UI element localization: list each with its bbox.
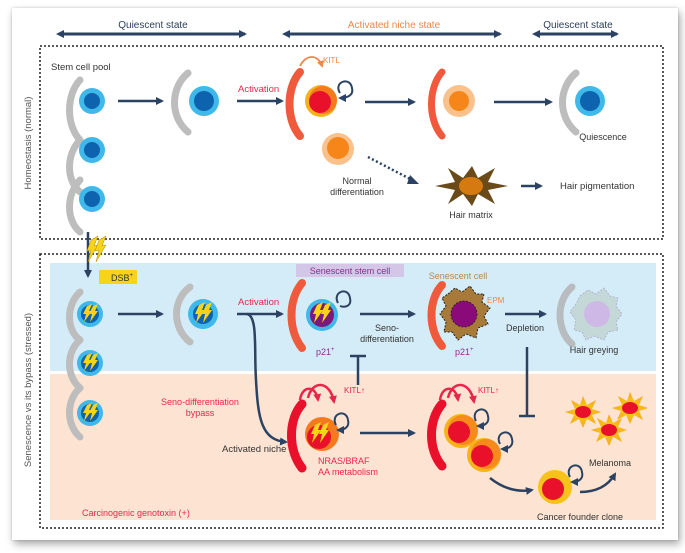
kitl-up-label-2: KITL↑ (478, 386, 499, 395)
lightning-icon (86, 235, 107, 263)
senescent-cell (427, 281, 491, 350)
nras-braf-label: NRAS/BRAF (318, 456, 370, 466)
stem-cell-pool (66, 76, 105, 236)
senescence-background (50, 263, 656, 371)
activation-label: Activation (238, 84, 279, 95)
cancer-founder-clone-label: Cancer founder clone (537, 512, 623, 522)
header-state-activated: Activated niche state (282, 20, 502, 38)
depleted-ghost-cell (556, 283, 623, 348)
dsb-badge (99, 270, 137, 284)
arrow-to-melanoma (579, 472, 617, 494)
bypass-label-2: bypass (186, 408, 215, 418)
hair-matrix-melanocyte (435, 166, 508, 206)
depletion-label: Depletion (506, 323, 544, 333)
normal-differentiation-label-1: Normal (342, 176, 371, 186)
cancer-founder-clone (538, 464, 584, 504)
bypass-label-1: Seno-differentiation (161, 397, 239, 407)
arrowhead (407, 175, 419, 184)
kitl-up-label-1: KITL↑ (344, 386, 365, 395)
senescent-stem-cell (287, 279, 352, 352)
activation-label-stressed: Activation (238, 297, 279, 308)
hair-pigmentation-label: Hair pigmentation (560, 181, 634, 192)
senescent-stem-cell-badge (296, 264, 404, 277)
p21-label-b: p21+ (455, 347, 474, 357)
differentiating-cell-inner (327, 137, 349, 159)
state-label-quiescent: Quiescent state (118, 20, 188, 31)
header-state-quiescent-1: Quiescent state (56, 20, 247, 38)
normal-differentiation-label-2: differentiation (330, 187, 384, 197)
melanoma-label: Melanoma (589, 458, 631, 468)
genotoxin-label: Carcinogenic genotoxin (+) (82, 508, 190, 518)
activated-niche-label: Activated niche (222, 444, 286, 455)
p21-label-a: p21+ (316, 347, 335, 357)
activated-progenitor (428, 68, 475, 140)
dsb-label: DSB+ (111, 273, 134, 283)
kitl-label: KITL (323, 56, 340, 65)
epm-label: EPM (487, 296, 505, 305)
hair-greying-label: Hair greying (570, 345, 619, 355)
hair-matrix-label: Hair matrix (449, 210, 493, 220)
state-label-activated-niche: Activated niche state (348, 20, 441, 31)
activated-stem-cell: KITL (285, 56, 354, 140)
state-label-quiescent: Quiescent state (543, 20, 613, 31)
damaged-stem-cell-pool (66, 288, 103, 441)
arrow (489, 477, 534, 495)
dotted-differentiation-arrow (367, 155, 415, 183)
quiescent-return-cell (559, 69, 605, 136)
seno-differentiation-label-1: Seno- (375, 323, 399, 333)
activated-niche-cell (287, 383, 350, 473)
side-label-stressed: Senescence vs its bypass (stressed) (23, 313, 34, 467)
side-label-homeostasis: Homeostasis (normal) (23, 97, 34, 190)
header-state-quiescent-2: Quiescent state (532, 20, 619, 38)
seno-differentiation-label-2: differentiation (360, 334, 414, 344)
quiescence-label: Quiescence (579, 132, 627, 142)
melanoma-cells (565, 392, 648, 446)
quiescent-stem-cell (171, 69, 219, 136)
damaged-quiescent-cell (173, 283, 218, 346)
bypass-curve-arrow (246, 312, 288, 446)
stressed-panel-border (39, 253, 664, 529)
senescent-stem-cell-label: Senescent stem cell (310, 266, 391, 276)
stem-cell-pool-label: Stem cell pool (51, 62, 111, 73)
senescent-cell-label: Senescent cell (429, 271, 488, 281)
aa-metabolism-label: AA metabolism (318, 467, 378, 477)
expanding-clone-cells (427, 383, 514, 472)
